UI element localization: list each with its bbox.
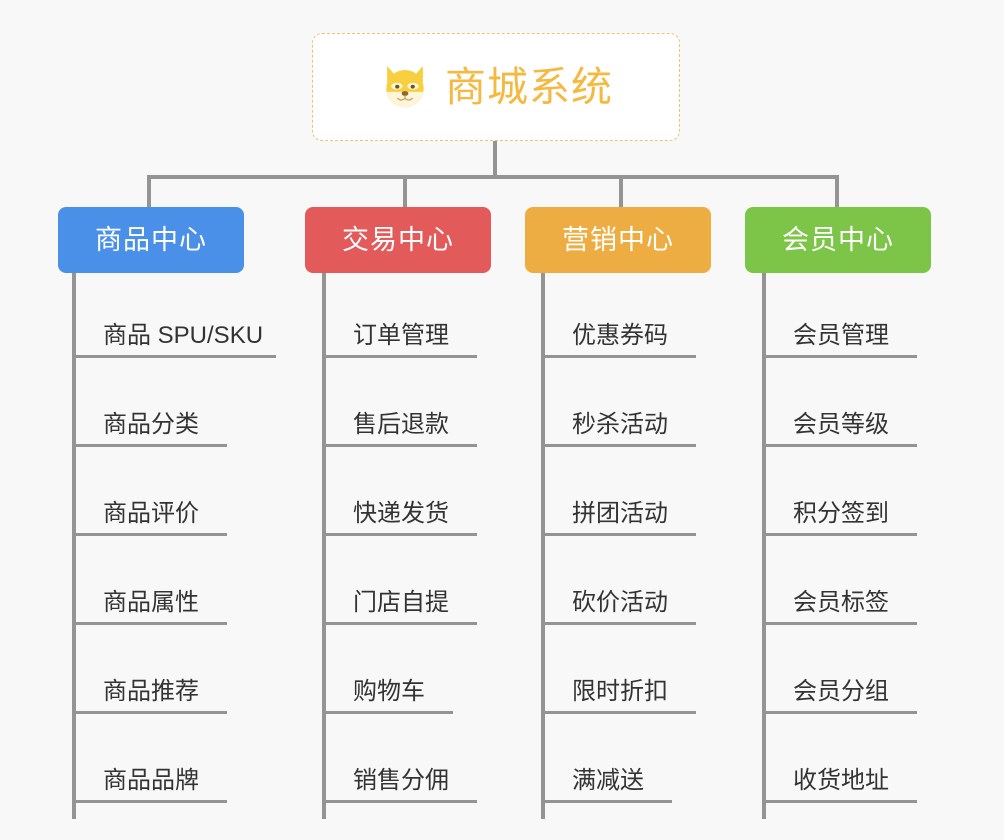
leaf-rule-1-3	[72, 533, 227, 536]
leaf-label-3-6[interactable]: 满减送	[572, 767, 644, 794]
category-label-1: 商品中心	[95, 224, 207, 255]
leaf-label-4-3[interactable]: 积分签到	[793, 500, 889, 527]
leaf-rule-3-3	[541, 533, 696, 536]
leaf-label-4-2[interactable]: 会员等级	[793, 411, 889, 438]
leaf-label-1-3[interactable]: 商品评价	[103, 500, 199, 527]
leaf-rule-4-1	[762, 355, 917, 358]
leaf-rule-2-4	[322, 622, 477, 625]
category-box-3[interactable]: 营销中心	[525, 207, 711, 273]
leaf-label-3-5[interactable]: 限时折扣	[572, 678, 668, 705]
leaf-rule-2-3	[322, 533, 477, 536]
leaf-label-2-3[interactable]: 快递发货	[353, 500, 449, 527]
leaf-rule-4-4	[762, 622, 917, 625]
root-stem-line	[493, 141, 497, 177]
leaf-rule-1-5	[72, 711, 227, 714]
leaf-rule-4-6	[762, 800, 917, 803]
category-label-4: 会员中心	[782, 224, 894, 255]
leaf-label-4-1[interactable]: 会员管理	[793, 322, 889, 349]
leaf-label-2-4[interactable]: 门店自提	[353, 589, 449, 616]
leaf-label-4-5[interactable]: 会员分组	[793, 678, 889, 705]
column-spine-3	[541, 273, 545, 819]
category-box-1[interactable]: 商品中心	[58, 207, 244, 273]
leaf-label-2-6[interactable]: 销售分佣	[353, 767, 449, 794]
leaf-label-1-5[interactable]: 商品推荐	[103, 678, 199, 705]
leaf-rule-3-5	[541, 711, 696, 714]
leaf-rule-4-2	[762, 444, 917, 447]
branch-drop-line-2	[403, 175, 407, 209]
leaf-label-3-3[interactable]: 拼团活动	[572, 500, 668, 527]
leaf-rule-2-5	[322, 711, 453, 714]
leaf-rule-3-4	[541, 622, 696, 625]
category-box-2[interactable]: 交易中心	[305, 207, 491, 273]
leaf-label-1-2[interactable]: 商品分类	[103, 411, 199, 438]
branch-drop-line-1	[147, 175, 151, 209]
branch-drop-line-3	[619, 175, 623, 209]
leaf-rule-3-2	[541, 444, 696, 447]
leaf-rule-2-6	[322, 800, 477, 803]
root-label: 商城系统	[445, 63, 613, 110]
leaf-label-3-1[interactable]: 优惠券码	[572, 322, 668, 349]
leaf-label-1-6[interactable]: 商品品牌	[103, 767, 199, 794]
shiba-dog-face-icon	[386, 65, 424, 108]
leaf-label-2-5[interactable]: 购物车	[353, 678, 425, 705]
leaf-rule-1-2	[72, 444, 227, 447]
column-spine-2	[322, 273, 326, 819]
leaf-rule-1-4	[72, 622, 227, 625]
leaf-rule-4-5	[762, 711, 917, 714]
branch-bus-line	[149, 175, 839, 179]
category-label-3: 营销中心	[562, 224, 674, 255]
leaf-rule-1-1	[72, 355, 276, 358]
leaf-rule-3-6	[541, 800, 672, 803]
column-spine-4	[762, 273, 766, 819]
leaf-label-2-1[interactable]: 订单管理	[353, 322, 449, 349]
leaf-label-4-6[interactable]: 收货地址	[793, 767, 889, 794]
leaf-rule-2-2	[322, 444, 477, 447]
category-box-4[interactable]: 会员中心	[745, 207, 931, 273]
column-spine-1	[72, 273, 76, 819]
branch-drop-line-4	[835, 175, 839, 209]
leaf-rule-2-1	[322, 355, 477, 358]
leaf-label-3-2[interactable]: 秒杀活动	[572, 411, 668, 438]
root-node[interactable]: 商城系统	[312, 33, 680, 141]
leaf-rule-3-1	[541, 355, 696, 358]
leaf-label-1-4[interactable]: 商品属性	[103, 589, 199, 616]
leaf-label-3-4[interactable]: 砍价活动	[572, 589, 668, 616]
leaf-rule-4-3	[762, 533, 917, 536]
leaf-label-1-1[interactable]: 商品 SPU/SKU	[103, 322, 264, 349]
leaf-label-2-2[interactable]: 售后退款	[353, 411, 449, 438]
leaf-rule-1-6	[72, 800, 227, 803]
leaf-label-4-4[interactable]: 会员标签	[793, 589, 889, 616]
category-label-2: 交易中心	[342, 224, 454, 255]
